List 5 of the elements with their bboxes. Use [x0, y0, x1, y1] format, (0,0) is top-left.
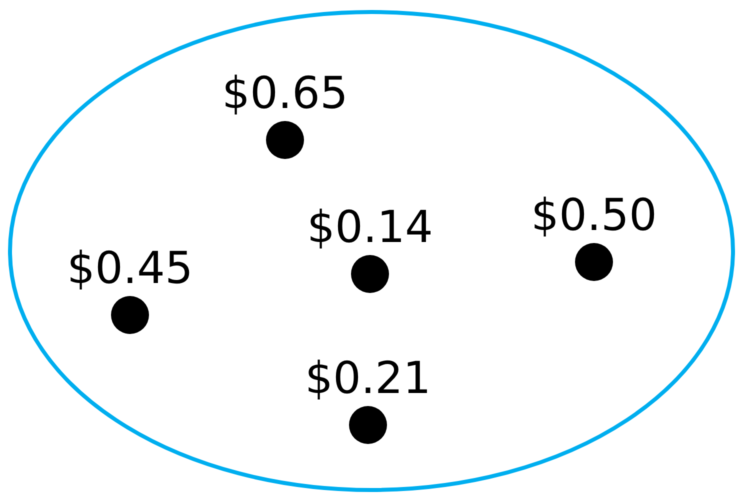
- price-label: $0.14: [307, 205, 433, 251]
- price-label: $0.21: [305, 356, 431, 402]
- price-label: $0.45: [67, 246, 193, 292]
- price-label: $0.50: [531, 193, 657, 239]
- price-label: $0.65: [222, 71, 348, 117]
